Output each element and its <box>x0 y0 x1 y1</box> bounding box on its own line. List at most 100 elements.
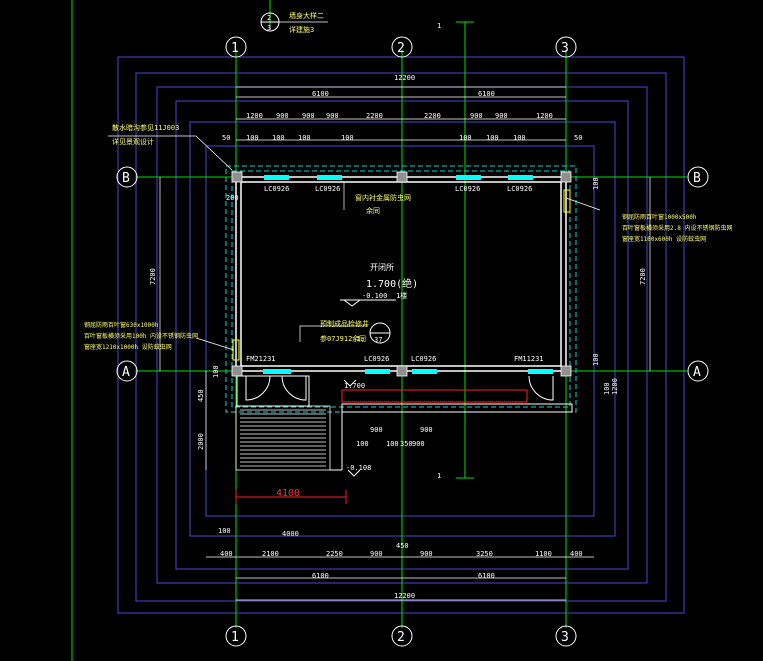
svg-text:LC0926: LC0926 <box>315 185 340 193</box>
finished-box-note-b: 参07J912-1, <box>320 334 365 343</box>
ramp-dims: 900 100 350 900 100 900 <box>356 426 433 448</box>
svg-text:900: 900 <box>326 112 339 120</box>
svg-text:LC0926: LC0926 <box>411 355 436 363</box>
door-left-label: FM21231 <box>246 355 276 363</box>
dim-right-7200: 7200 <box>639 268 647 285</box>
level-symbols <box>340 299 396 477</box>
building-walls <box>235 176 567 372</box>
dim-top-50-right: 50 <box>574 134 582 142</box>
svg-text:2250: 2250 <box>326 550 343 558</box>
side-dim-lines <box>159 177 651 470</box>
dim-top-row: 1200 900 900 900 2200 2200 900 900 1200 <box>246 112 553 120</box>
grid-label-3-top: 3 <box>561 41 569 56</box>
grid-label-2-top: 2 <box>397 41 405 56</box>
site-outlines <box>117 56 685 614</box>
red-dim-box <box>341 389 528 403</box>
dim-left-2000: 2000 <box>197 433 205 450</box>
note-top-left-b: 详见景观设计 <box>112 137 154 146</box>
stair-width-dim <box>235 490 347 504</box>
svg-text:900: 900 <box>370 550 383 558</box>
note-right-b: 百叶窗板横须采用2.8 内设不锈钢防虫网 <box>622 224 732 232</box>
svg-text:400: 400 <box>570 550 583 558</box>
svg-text:详建施3: 详建施3 <box>289 25 314 34</box>
door-swings <box>245 375 554 401</box>
bottom-dimensions <box>206 556 594 601</box>
dim-left-100b: 100 <box>212 365 220 378</box>
grid-label-1-bottom: 1 <box>231 630 239 645</box>
svg-text:LC0926: LC0926 <box>507 185 532 193</box>
svg-text:墙身大样二: 墙身大样二 <box>289 11 324 20</box>
dim-top-half-left: 6100 <box>312 90 329 98</box>
level-stair-bottom: -0.108 <box>346 464 371 472</box>
grid-label-b-left: B <box>122 171 130 186</box>
room-level: 1.700(绝) <box>366 277 418 290</box>
room-level-rel: -0.100 <box>362 292 387 300</box>
dim-left-100c: 100 <box>218 527 231 535</box>
room-sub: 1楼 <box>396 291 407 300</box>
svg-text:100: 100 <box>459 134 472 142</box>
dim-left-200: 200 <box>226 194 239 202</box>
svg-text:100: 100 <box>298 134 311 142</box>
svg-text:900: 900 <box>276 112 289 120</box>
leaders <box>108 135 601 351</box>
svg-text:2200: 2200 <box>366 112 383 120</box>
svg-text:100: 100 <box>356 440 369 448</box>
dim-bottom-half-left: 6100 <box>312 572 329 580</box>
note-top-left-a: 散水暗沟参见11J003 <box>112 123 179 132</box>
svg-text:900: 900 <box>412 440 425 448</box>
svg-text:900: 900 <box>370 426 383 434</box>
section-mark-top: 1 <box>437 22 441 30</box>
svg-text:37: 37 <box>374 336 382 344</box>
door-right-label: FM11231 <box>514 355 544 363</box>
svg-text:900: 900 <box>302 112 315 120</box>
columns <box>231 171 572 377</box>
window-labels-top: LC0926 LC0926 LC0926 LC0926 <box>264 185 532 193</box>
svg-text:1200: 1200 <box>246 112 263 120</box>
dim-right-100b: 100 <box>592 353 600 366</box>
dim-right-100: 100 <box>592 177 600 190</box>
dim-bottom-row: 400 2100 2250 900 450 900 3250 1100 400 <box>220 542 583 558</box>
svg-text:100: 100 <box>272 134 285 142</box>
svg-text:100: 100 <box>513 134 526 142</box>
svg-text:400: 400 <box>220 550 233 558</box>
svg-text:900: 900 <box>420 426 433 434</box>
windows <box>263 175 553 374</box>
svg-text:LC0926: LC0926 <box>264 185 289 193</box>
dim-right-100c: 100 <box>603 382 611 395</box>
interior-note-b: 余同 <box>366 206 380 215</box>
svg-text:900: 900 <box>495 112 508 120</box>
grid-label-1-top: 1 <box>231 41 239 56</box>
grid-label-2-bottom: 2 <box>397 630 405 645</box>
dim-left-450: 450 <box>197 389 205 402</box>
interior-note-a: 窗内衬金属防虫网 <box>355 193 411 202</box>
stair-width-text: 4100 <box>276 488 300 499</box>
svg-text:100: 100 <box>486 134 499 142</box>
svg-text:LC0926: LC0926 <box>455 185 480 193</box>
note-left-c: 窗座宽1210x1000h 设防蚊虫网 <box>84 343 172 351</box>
grid-label-a-left: A <box>122 365 130 380</box>
svg-text:900: 900 <box>470 112 483 120</box>
top-dimensions <box>236 86 566 141</box>
svg-text:350: 350 <box>400 440 413 448</box>
window-labels-bottom: LC0926 LC0926 <box>364 355 436 363</box>
note-left-b: 百叶窗板横须采用100h 内设不锈钢防虫网 <box>84 332 198 340</box>
detail-ref-top: 2 3 墙身大样二 详建施3 <box>260 11 328 34</box>
svg-text:100: 100 <box>386 440 399 448</box>
dim-below-4000: 4000 <box>282 530 299 538</box>
level-ramp: 1.700 <box>344 382 365 390</box>
finished-box-note-c: 余同 <box>352 334 366 343</box>
dim-bottom-overall: 12200 <box>394 592 415 600</box>
dim-top-half-right: 6100 <box>478 90 495 98</box>
room-name: 开闭所 <box>370 262 394 272</box>
section-mark-bottom: 1 <box>437 472 441 480</box>
svg-text:900: 900 <box>420 550 433 558</box>
louver-right <box>563 189 571 213</box>
svg-text:2100: 2100 <box>262 550 279 558</box>
note-left-a: 钢屈防雨百叶窗630x1000h <box>84 321 159 329</box>
detail-ref-mid: _ 37 <box>369 322 391 344</box>
grid-label-b-right: B <box>693 171 701 186</box>
dim-left-7200: 7200 <box>149 268 157 285</box>
dim-top-overall: 12200 <box>394 74 415 82</box>
svg-text:100: 100 <box>246 134 259 142</box>
dim-top-50-left: 50 <box>222 134 230 142</box>
